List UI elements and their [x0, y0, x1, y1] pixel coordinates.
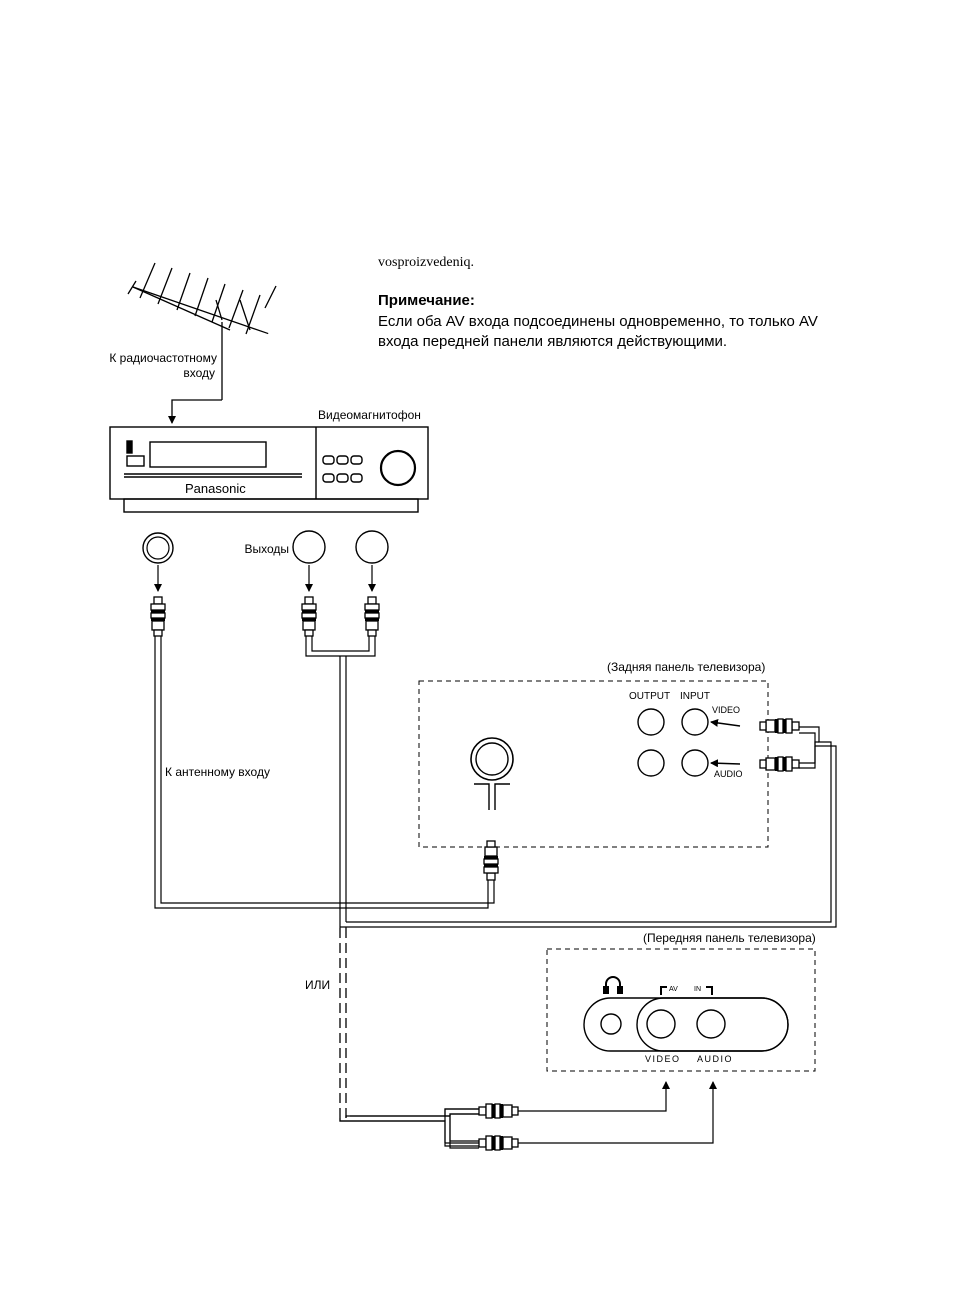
rear-output-audio-jack: [637, 749, 665, 777]
front-audio-jack: [696, 1009, 726, 1039]
front-jack-housing: [583, 997, 789, 1052]
video-front-label: VIDEO: [645, 1054, 681, 1064]
audio-front-label: AUDIO: [697, 1054, 733, 1064]
front-panel-label: (Передняя панель телевизора): [643, 931, 816, 945]
antenna-cable: [168, 399, 222, 424]
av-bracket: [660, 986, 667, 995]
video-plug: [301, 596, 317, 637]
rear-antenna-jack: [470, 737, 514, 810]
rf-input-label-1: К радиочастотному: [109, 351, 217, 365]
headphones-icon: [603, 976, 623, 994]
audio-output-jack: [355, 530, 389, 564]
rca-plug-icon: [150, 596, 166, 637]
antenna-icon: [127, 262, 277, 400]
vcr: [109, 426, 429, 513]
output-label: OUTPUT: [629, 691, 670, 702]
in-label: IN: [694, 986, 701, 993]
intro-text: vosproizvedeniq.: [378, 255, 475, 270]
rear-audio-plug: [759, 756, 800, 772]
front-audio-plug: [478, 1135, 519, 1151]
antenna-input-label: К антенному входу: [165, 765, 270, 779]
note-title: Примечание:: [378, 292, 475, 309]
vcr-label: Видеомагнитофон: [318, 408, 421, 422]
outputs-label: Выходы: [244, 542, 289, 556]
or-label: ИЛИ: [305, 978, 330, 992]
video-output-jack: [292, 530, 326, 564]
rear-input-audio-jack: [681, 749, 709, 777]
rear-input-video-jack: [681, 708, 709, 736]
front-panel: [546, 948, 816, 1072]
front-video-plug: [478, 1103, 519, 1119]
note-line-2: входа передней панели являются действующ…: [378, 333, 728, 350]
rear-output-video-jack: [637, 708, 665, 736]
rear-panel-label: (Задняя панель телевизора): [607, 660, 765, 674]
rear-antenna-plug: [483, 840, 499, 881]
in-bracket: [706, 986, 713, 995]
video-rear-label: VIDEO: [712, 705, 740, 715]
rf-input-label-2: входу: [183, 366, 215, 380]
vcr-brand: Panasonic: [185, 481, 246, 496]
note-line-1: Если оба AV входа подсоединены одновреме…: [378, 313, 818, 330]
audio-rear-label: AUDIO: [714, 769, 743, 779]
rear-video-plug: [759, 718, 800, 734]
av-label: AV: [669, 986, 678, 993]
front-video-jack: [646, 1009, 676, 1039]
input-label: INPUT: [680, 691, 710, 702]
audio-plug: [364, 596, 380, 637]
jack-icon: [142, 532, 174, 564]
